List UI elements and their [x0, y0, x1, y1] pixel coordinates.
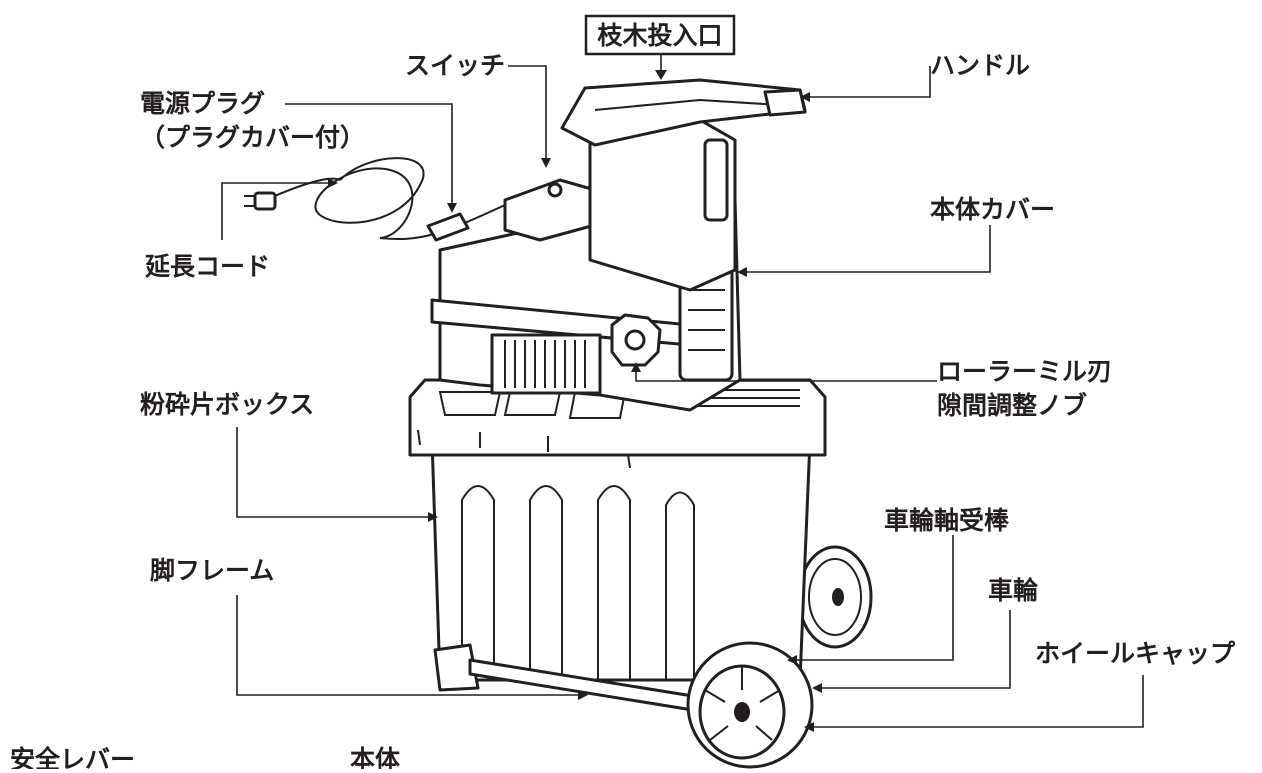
part-labels: 枝木投入口 スイッチ ハンドル 電源プラグ （プラグカバー付） 延長コード 本体… — [10, 14, 1236, 773]
power-cord — [244, 157, 506, 242]
roller-mill-blade-label: ローラーミル刃 — [937, 357, 1112, 386]
feed-opening-label-box — [584, 14, 736, 56]
leader-lines — [221, 55, 1144, 732]
switch-label: スイッチ — [405, 51, 505, 80]
collection-box — [408, 378, 827, 682]
chip-box-label: 粉砕片ボックス — [140, 390, 314, 419]
axle-rod-label: 車輪軸受棒 — [884, 506, 1010, 535]
power-plug-label: 電源プラグ — [140, 89, 265, 118]
gap-adjust-knob-label: 隙間調整ノブ — [937, 391, 1087, 420]
plug-cover-label: （プラグカバー付） — [140, 123, 365, 152]
shredder-illustration — [244, 78, 873, 769]
roller-adjust-knob — [610, 313, 662, 367]
feed-opening-label: 枝木投入口 — [597, 21, 722, 50]
extension-cord-label: 延長コード — [144, 252, 270, 281]
handle-label: ハンドル — [930, 51, 1030, 80]
rear-wheel — [797, 545, 873, 649]
front-wheel — [686, 641, 814, 769]
body-cover-label: 本体カバー — [930, 195, 1055, 224]
main-body-label: 本体 — [350, 745, 401, 769]
leg-frame-label: 脚フレーム — [150, 556, 274, 585]
wheel-cap-label: ホイールキャップ — [1035, 639, 1236, 668]
feed-hopper — [560, 78, 807, 292]
safety-lever-label: 安全レバー — [10, 745, 135, 769]
wheel-label: 車輪 — [988, 576, 1039, 605]
